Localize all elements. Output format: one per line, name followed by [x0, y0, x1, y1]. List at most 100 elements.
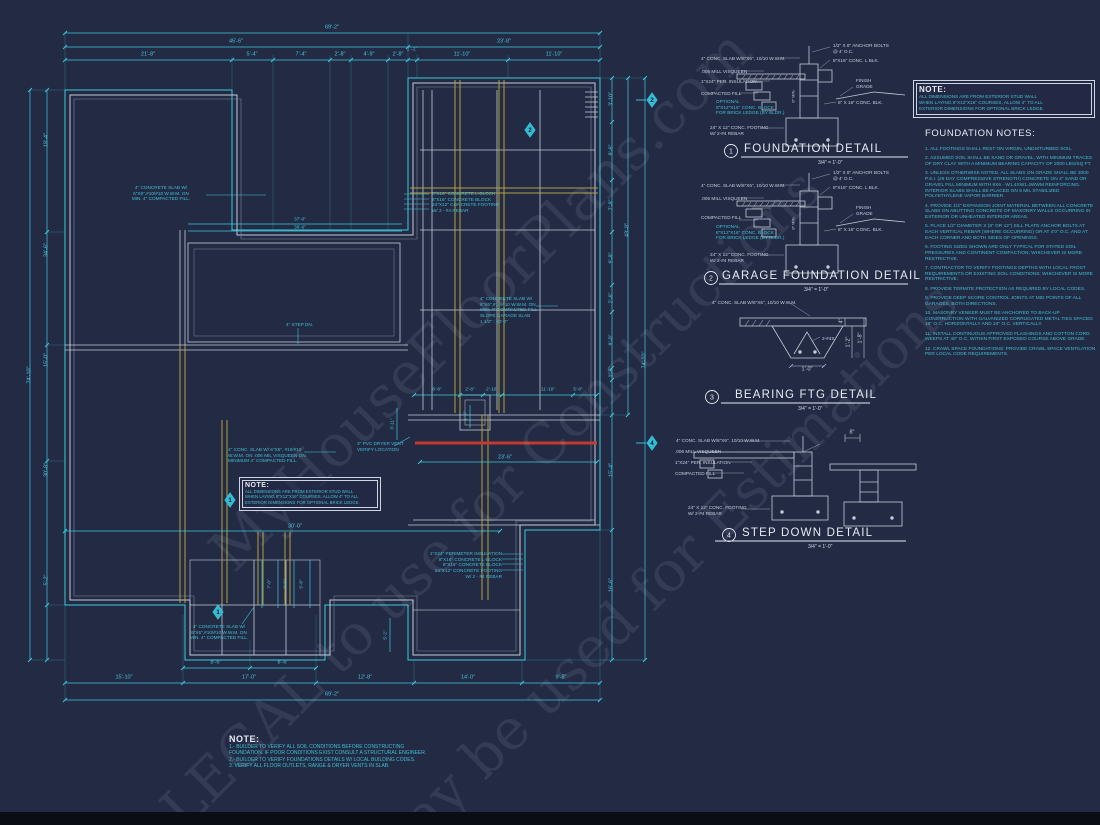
dim-label: 15'-0": [43, 352, 50, 368]
dim-label: 21'-8": [140, 51, 156, 58]
detail4-footing: 24" X 12" CONC. FOOTING W/ 2-#4 REBAR: [688, 505, 747, 516]
dim-label: 4'-9": [363, 51, 375, 58]
dim-label: 7'-4": [295, 51, 307, 58]
detail4-dim-8: 8": [849, 429, 855, 436]
detail1-finish-grade: FINISH GRADE: [856, 78, 873, 89]
dim-label: 43'-8": [624, 222, 631, 238]
step-down-drawing: [693, 434, 917, 527]
foundation-note: 6. FOOTING SIZES SHOWN ARE ONLY TYPICAL …: [925, 245, 1083, 262]
foundation-notes-title: FOUNDATION NOTES:: [925, 128, 1036, 139]
detail2-slab: 4" CONC. SLAB W/6"X6", 10/10 W.W.M.: [701, 183, 786, 188]
dimension-lines: [29, 32, 646, 701]
extension-lines: [30, 33, 645, 700]
dim-label: 8'-6": [210, 659, 222, 666]
foundation-note: 12. CRAWL SPACE FOUNDATIONS: PROVIDE CRA…: [925, 346, 1096, 358]
dim-label: 45'-6": [228, 38, 244, 45]
detail4-compacted-fill: COMPACTED FILL: [675, 471, 716, 476]
detail-marker: 1: [228, 498, 232, 504]
detail2-conc-blk: 8" X 16" CONC. BLK.: [838, 227, 883, 232]
slab-note-bottom-left: 4" CONCRETE SLAB W/ 6"X6",#10/#10 W.W.M.…: [189, 624, 249, 641]
garage-slab-note: 4" CONCRETE SLAB W/ 6"X6",#10/#10 W.W.M.…: [480, 296, 538, 324]
detail4-insulation: 1"X24" PER. INSULATION: [675, 460, 731, 465]
dim-label: 3'-11": [389, 418, 395, 430]
plan-note-line: WHEN LAYING 8"X12"X16" COURSES, ALLOW 4"…: [245, 494, 359, 500]
expansion-joint-lines: [179, 80, 598, 605]
foundation-note: 1. ALL FOOTINGS SHALL REST ON VIRGIN, UN…: [925, 147, 1073, 152]
dim-label: 69'-2": [324, 691, 340, 698]
dim-label: 23'-8": [496, 38, 512, 45]
slab-note-middle: 4" CONC. SLAB W/ 6"X6", #10/#10 W.W.M. O…: [228, 447, 306, 464]
dim-label: 15'-10": [115, 674, 133, 681]
detail2-finish-grade: FINISH GRADE: [856, 205, 873, 216]
label-leaders: [206, 193, 558, 625]
detail2-l-blk: 8"X16" CONC. L BLK.: [833, 185, 879, 190]
detail3-dim-a: 1'-2": [845, 336, 852, 348]
perimeter-wall-callout: 1"X24" PERIMETER INSULATION 8"X16" CONCR…: [429, 551, 502, 579]
foundation-notes-list: 1. ALL FOOTINGS SHALL REST ON VIRGIN, UN…: [925, 147, 1097, 362]
general-note-box: NOTE: ALL DIMENSIONS ARE FROM EXTERIOR S…: [913, 80, 1095, 118]
dim-label: 5'-8": [573, 386, 583, 392]
plan-note-box: NOTE: ALL DIMENSIONS ARE FROM EXTERIOR S…: [239, 477, 381, 512]
detail1-insulation: 1"X24" PER. INSULATION: [701, 79, 757, 84]
dim-label: 36'-6": [294, 224, 306, 230]
dim-label: 1'-5": [462, 411, 468, 421]
dim-label: 2'-8": [465, 386, 475, 392]
detail-number: 2: [709, 276, 713, 283]
builder-note-line: FOUNDATION. IF POOR CONDITIONS EXIST CON…: [229, 750, 427, 757]
foundation-note: 11. INSTALL CONTINUOUS APPROVED FLASHING…: [925, 331, 1090, 343]
detail1-slab: 4" CONC. SLAB W/6"X6", 10/10 W.W.M.: [701, 56, 786, 61]
dim-label: 2'-6": [608, 292, 615, 304]
dim-label: 7'-0": [266, 579, 272, 589]
detail1-title: FOUNDATION DETAIL: [744, 143, 883, 155]
detail1-l-blk: 8"X16" CONC. L BLK.: [833, 58, 879, 63]
dim-label: 11'-10": [541, 386, 555, 392]
detail1-conc-blk: 8" X 16" CONC. BLK.: [838, 100, 883, 105]
dim-label: 3'-10": [608, 91, 615, 107]
detail-marker: 2: [528, 128, 532, 134]
bearing-ftg-drawing: [739, 302, 867, 369]
detail2-footing: 24" X 12" CONC. FOOTING W/ 2-#4 REBAR: [710, 252, 769, 263]
interior-walls: [65, 90, 600, 656]
dim-label: 17'-0": [241, 674, 257, 681]
builder-note-line: 3. VERIFY ALL FLOOR OUTLETS, RANGE & DRY…: [229, 762, 390, 769]
slab-note-top-left: 4" CONCRETE SLAB W/ 6"X6",#10/#10 W.W.M.…: [131, 185, 191, 202]
dim-label: 11'-10": [545, 51, 563, 58]
garage-wall-callout: 8"X16" CONCRETE L-BLOCK 8"X16" CONCRETE …: [432, 191, 500, 213]
detail3-dim-c: 4": [838, 318, 845, 324]
general-note-line: EXTERIOR DIMENSIONS FOR OPTIONAL BRICK L…: [919, 105, 1045, 111]
dim-label: 12'-8": [357, 674, 373, 681]
detail-marker: 4: [650, 441, 654, 447]
dim-label: 16'-6": [608, 577, 615, 593]
foundation-note: 10. MASONRY VENEER MUST BE ANCHORED TO B…: [925, 310, 1093, 328]
dim-label: 74'-10": [641, 351, 648, 369]
foundation-detail-drawing: [736, 46, 906, 147]
dim-label: 23'-6": [497, 454, 513, 461]
dim-label: 6'-8": [432, 386, 442, 392]
detail2-visqueen: .006 MILL VISQUEEN: [701, 196, 748, 201]
dim-label: 30'-0": [287, 523, 303, 530]
dim-label: 5'-2": [43, 574, 50, 586]
detail2-optional-block: OPTIONAL 8"X12"X16" CONC. BLOCK FOR BRIC…: [716, 224, 785, 241]
dimension-ticks: [27, 30, 648, 703]
detail2-compacted-fill: COMPACTED FILL: [701, 215, 742, 220]
detail3-dim-base: 1'-0": [801, 366, 813, 373]
detail4-visqueen: .006 MILL VISQUEEN: [675, 449, 722, 454]
house-outline: [64, 77, 601, 661]
foundation-note: 4. PROVIDE 1/2" EXPANSION JOINT MATERIAL…: [925, 203, 1094, 221]
dim-label: 18'-4": [43, 132, 50, 148]
detail1-min: 8" MIN.: [790, 89, 796, 103]
detail-markers: 2 2 1 1 4: [212, 92, 658, 620]
detail1-footing: 24" X 12" CONC. FOOTING W/ 2-#4 REBAR: [710, 125, 769, 136]
foundation-note: 5. PLACE 1/2" DIAMETER X (8" OR 12") SIL…: [925, 224, 1088, 241]
detail3-scale: 3/4" = 1'-0": [798, 406, 823, 412]
dim-label: 9'-0": [608, 334, 615, 346]
foundation-note: 7. CONTRACTOR TO VERIFY FOOTINGS DEPTHS …: [925, 265, 1093, 283]
detail3-title: BEARING FTG DETAIL: [735, 389, 878, 401]
general-note-line: WHEN LAYING 8"X12"X16" COURSES, ALLOW 4"…: [919, 99, 1043, 105]
detail-marker: 2: [650, 98, 654, 104]
sheet-bottom-margin: [0, 812, 1100, 825]
dim-label: 8'-6": [277, 659, 289, 666]
dim-label: 9'-8": [608, 252, 615, 264]
detail-leaders: [739, 46, 854, 129]
